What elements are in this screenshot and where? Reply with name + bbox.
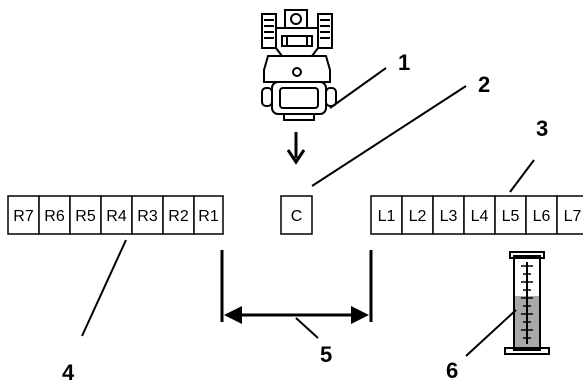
right-bank-label: L4 <box>471 208 489 225</box>
callout-2: 2 <box>478 72 490 97</box>
right-bank-label: L2 <box>409 208 427 225</box>
right-bank-cell <box>556 195 583 235</box>
left-bank-label: R3 <box>137 208 158 225</box>
left-bank-cell <box>162 195 195 235</box>
left-bank-cell <box>69 195 102 235</box>
left-bank-label: R4 <box>106 208 127 225</box>
callout-3: 3 <box>536 116 548 141</box>
right-bank: L1 L2 L3 L4 L5 L6 L7 <box>370 195 583 235</box>
callout-5: 5 <box>320 342 332 367</box>
left-bank-label: R5 <box>75 208 96 225</box>
leader-line-2 <box>311 85 467 187</box>
left-bank-cell <box>38 195 71 235</box>
left-bank-label: R2 <box>168 208 189 225</box>
right-bank-cell <box>463 195 496 235</box>
leader-line-3 <box>509 159 535 193</box>
right-bank-cell <box>370 195 403 235</box>
left-bank-label: R1 <box>198 208 219 225</box>
center-slot: C <box>280 195 313 235</box>
right-bank-label: L3 <box>440 208 458 225</box>
rover-vehicle-icon <box>261 9 337 121</box>
center-label: C <box>291 208 303 225</box>
left-bank-label: R7 <box>13 208 34 225</box>
right-bank-label: L5 <box>502 208 520 225</box>
callout-4: 4 <box>62 360 75 385</box>
down-arrow-icon <box>286 132 306 165</box>
right-bank-label: L1 <box>378 208 396 225</box>
left-bank: R7 R6 R5 R4 R3 R2 R1 <box>7 195 224 235</box>
left-bank-cell <box>100 195 133 235</box>
callout-6: 6 <box>446 358 458 383</box>
left-bank-cell <box>193 195 224 235</box>
right-bank-cell <box>494 195 527 235</box>
right-bank-label: L6 <box>533 208 551 225</box>
measuring-cylinder-icon <box>504 251 550 355</box>
left-bank-cell <box>7 195 40 235</box>
right-bank-label: L7 <box>564 208 582 225</box>
leader-line-6 <box>465 309 517 357</box>
left-bank-label: R6 <box>44 208 65 225</box>
right-bank-cell <box>525 195 558 235</box>
leader-line-1 <box>329 67 387 109</box>
right-bank-cell <box>401 195 434 235</box>
leader-line-4 <box>81 239 127 337</box>
leader-line-5 <box>295 317 319 339</box>
callout-1: 1 <box>398 50 410 75</box>
double-arrow-icon <box>220 250 373 324</box>
callout-numbers: 1 2 3 4 5 6 <box>62 50 548 385</box>
leader-lines <box>81 67 535 357</box>
